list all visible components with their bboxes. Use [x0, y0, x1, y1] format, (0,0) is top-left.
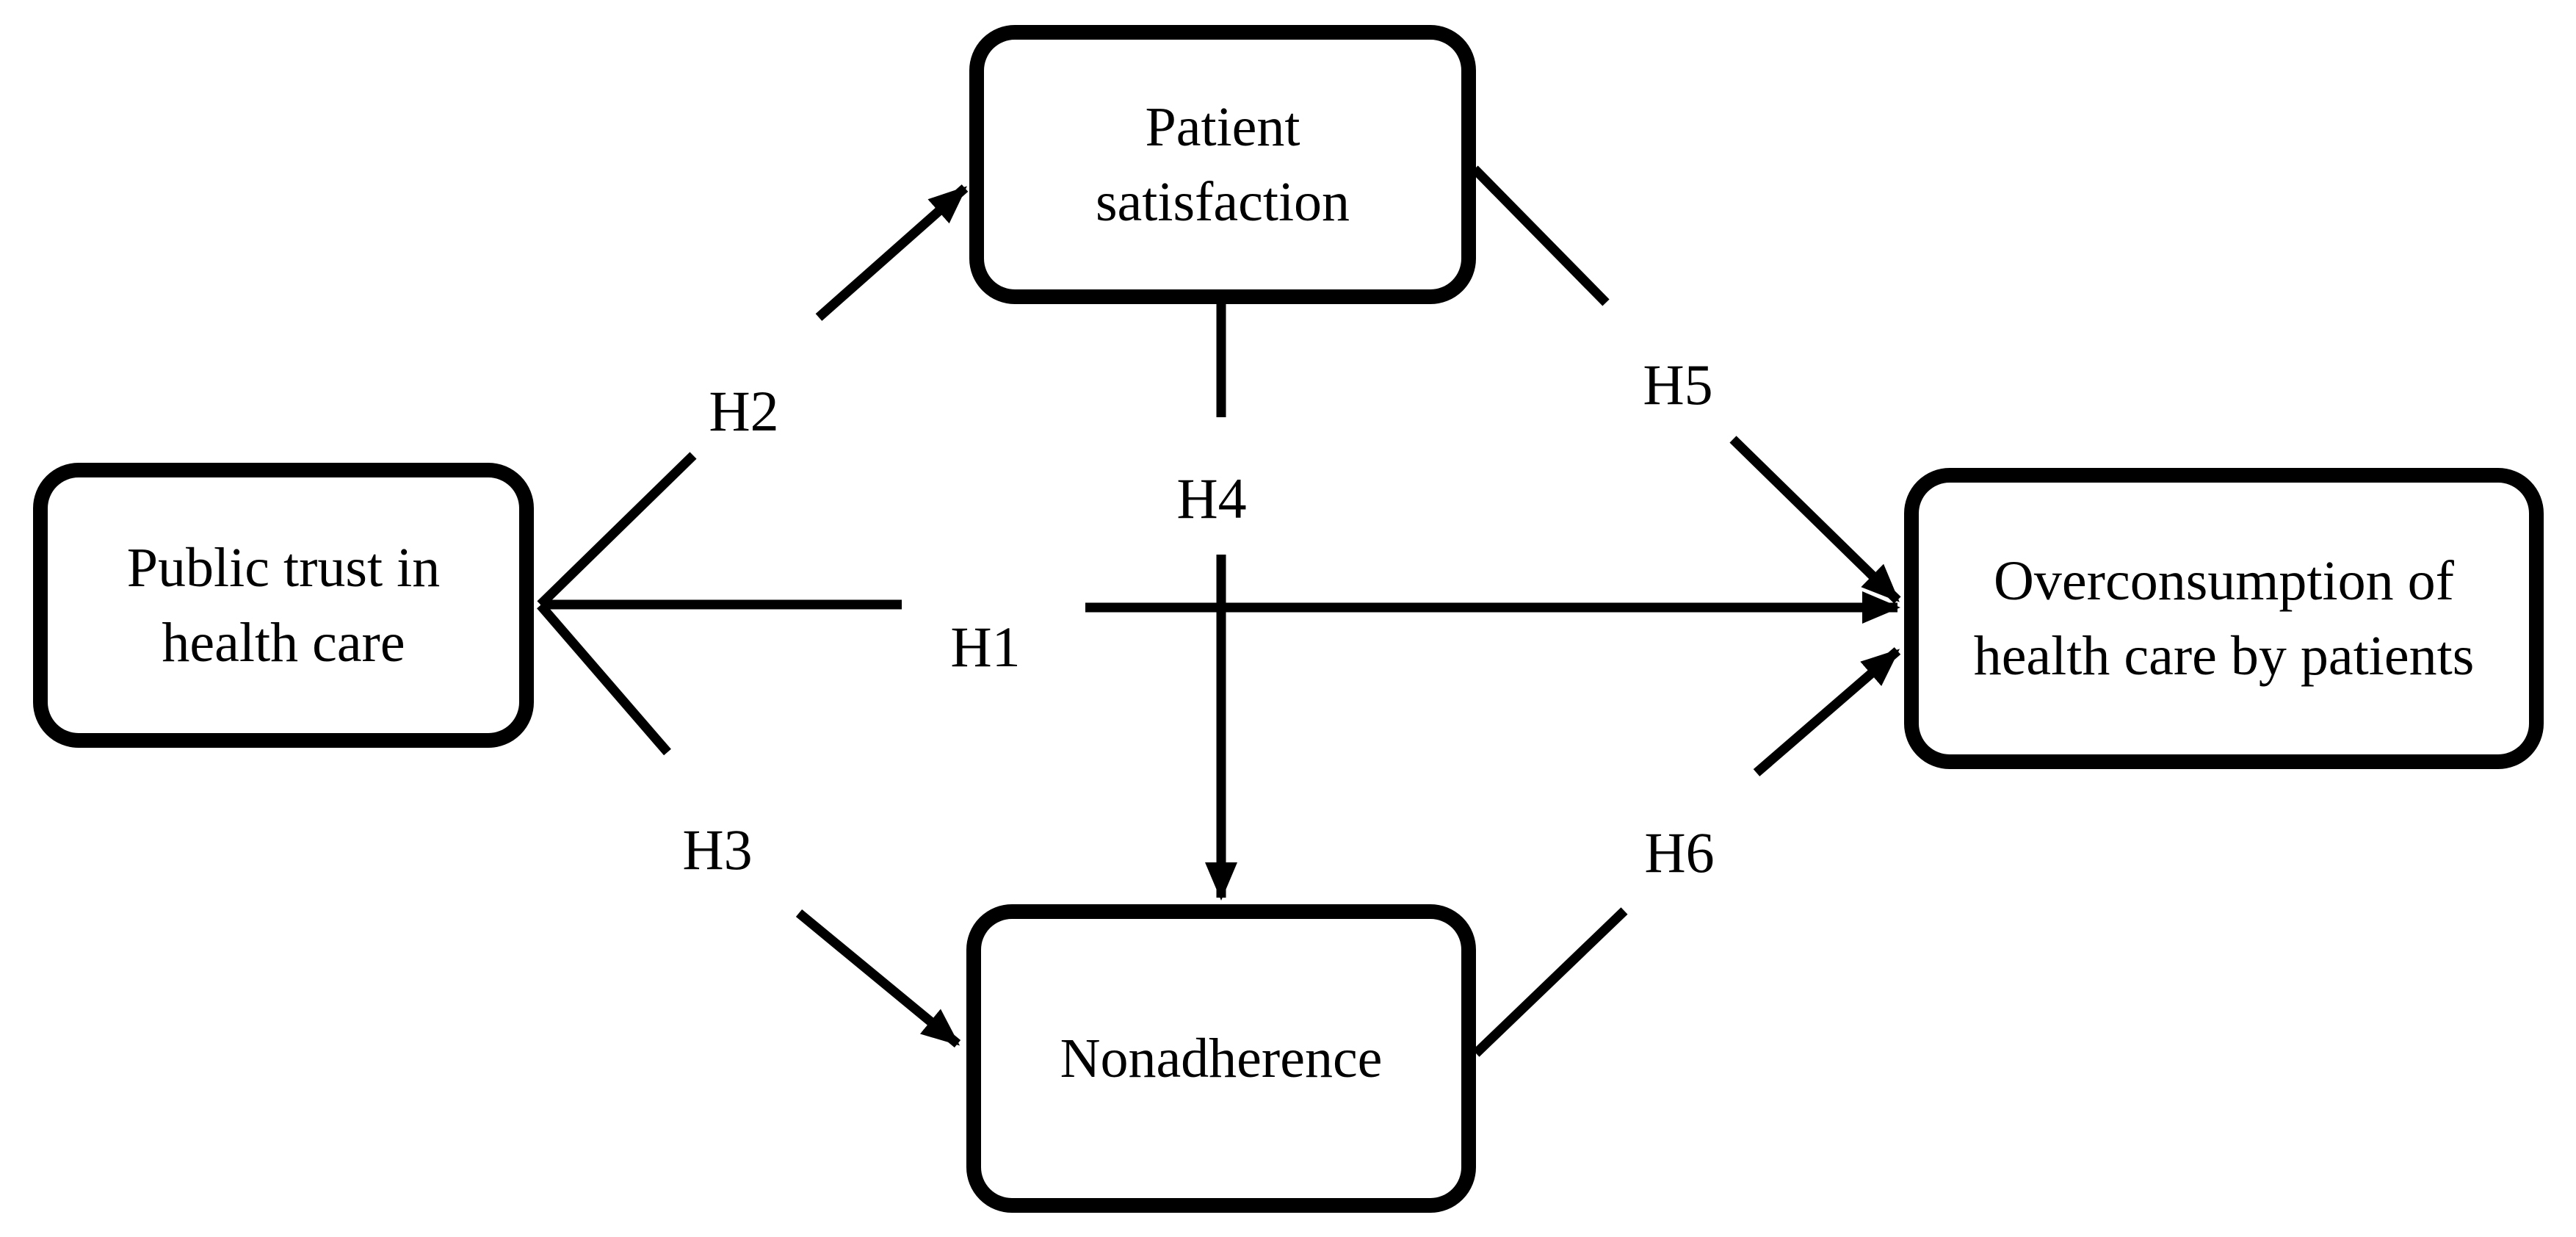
- node-patient-satisfaction-label-line2: satisfaction: [1095, 171, 1350, 233]
- node-overconsumption-label-line2: health care by patients: [1973, 625, 2475, 687]
- edge-h3-segment-2: [795, 909, 961, 1048]
- node-overconsumption-label-line1: Overconsumption of: [1994, 550, 2454, 612]
- edge-h5-label: H5: [1643, 353, 1712, 416]
- edge-h5-arrow: H5: [1471, 165, 1901, 604]
- edge-h5-segment-1: [1471, 165, 1610, 306]
- node-patient-satisfaction: Patient satisfaction: [969, 25, 1476, 304]
- edge-h6-segment-2: [1753, 647, 1901, 776]
- edge-h6-arrow: H6: [1472, 647, 1901, 1057]
- node-nonadherence: Nonadherence: [966, 904, 1476, 1213]
- edge-h6-label: H6: [1644, 821, 1714, 884]
- edge-h2-label: H2: [709, 379, 778, 443]
- edge-h4-label: H4: [1176, 466, 1246, 530]
- edge-h4-arrow: H4: [1176, 303, 1247, 901]
- node-nonadherence-label-line1: Nonadherence: [1060, 1028, 1383, 1089]
- edge-h3-segment-1: [537, 602, 671, 756]
- node-overconsumption: Overconsumption of health care by patien…: [1904, 468, 2544, 769]
- edge-h3-label: H3: [682, 818, 752, 881]
- node-patient-satisfaction-label-line1: Patient: [1145, 96, 1300, 158]
- edge-h6-segment-1: [1472, 907, 1628, 1057]
- edge-h2-segment-1: [537, 452, 697, 608]
- edge-h1-label: H1: [950, 615, 1020, 679]
- node-public-trust-label-line1: Public trust in: [126, 537, 441, 599]
- node-public-trust-label-line2: health care: [162, 612, 405, 674]
- edge-h2-arrow: H2: [537, 184, 969, 608]
- edge-h5-segment-2: [1729, 436, 1901, 604]
- edge-h2-segment-2: [815, 184, 969, 321]
- node-public-trust: Public trust in health care: [33, 463, 534, 748]
- edge-h3-arrow: H3: [537, 602, 961, 1048]
